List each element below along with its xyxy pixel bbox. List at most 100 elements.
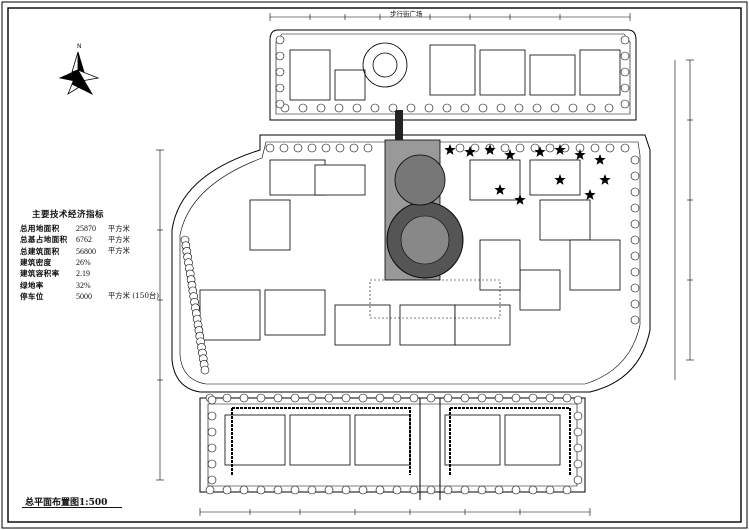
tree-symbol bbox=[620, 35, 630, 45]
site-boundary bbox=[171, 29, 651, 500]
tree-symbol bbox=[275, 51, 285, 61]
tree-symbol bbox=[590, 143, 600, 153]
tree-symbol bbox=[358, 393, 368, 403]
tree-symbol bbox=[349, 143, 359, 153]
tree-symbol bbox=[279, 143, 289, 153]
tree-symbol bbox=[207, 459, 217, 469]
tree-symbol bbox=[335, 143, 345, 153]
tree-symbol bbox=[478, 103, 488, 113]
tree-symbol bbox=[532, 103, 542, 113]
tree-symbol bbox=[424, 103, 434, 113]
tree-symbol bbox=[511, 393, 521, 403]
tree-symbol bbox=[392, 485, 402, 495]
tree-symbol bbox=[307, 393, 317, 403]
tree-symbol bbox=[630, 267, 640, 277]
tree-symbol bbox=[477, 485, 487, 495]
tree-symbol bbox=[239, 485, 249, 495]
indicator-label: 停车位 bbox=[20, 291, 44, 301]
tree-symbol bbox=[265, 143, 275, 153]
tree-symbol bbox=[290, 393, 300, 403]
indicator-row: 总用地面积 25870 平方米 bbox=[20, 223, 190, 234]
tree-symbol bbox=[586, 103, 596, 113]
evergreen-tree-symbol bbox=[584, 189, 596, 200]
tree-symbol bbox=[455, 143, 465, 153]
tree-symbol bbox=[293, 143, 303, 153]
plaza-label: 步行街广场 bbox=[390, 10, 423, 18]
indicator-row: 绿地率 32% bbox=[20, 279, 190, 290]
north-arrow bbox=[58, 51, 100, 96]
tree-symbol bbox=[222, 393, 232, 403]
tree-symbol bbox=[630, 155, 640, 165]
tree-symbol bbox=[316, 103, 326, 113]
tree-symbol bbox=[334, 103, 344, 113]
tree-symbol bbox=[573, 395, 583, 405]
tree-symbol bbox=[545, 393, 555, 403]
north-label: N bbox=[77, 43, 82, 50]
tree-symbol bbox=[470, 143, 480, 153]
tree-symbol bbox=[352, 103, 362, 113]
indicator-unit: 平方米 (150台) bbox=[108, 291, 160, 301]
tree-symbol bbox=[239, 393, 249, 403]
tree-symbol bbox=[443, 485, 453, 495]
tree-symbol bbox=[630, 251, 640, 261]
tree-symbol bbox=[321, 143, 331, 153]
evergreen-tree-symbol bbox=[599, 174, 611, 185]
tree-symbol bbox=[256, 485, 266, 495]
evergreen-tree-symbol bbox=[484, 144, 496, 155]
tree-symbol bbox=[630, 187, 640, 197]
tree-symbol bbox=[494, 485, 504, 495]
tree-symbol bbox=[562, 485, 572, 495]
tree-symbol bbox=[392, 393, 402, 403]
tree-symbol bbox=[460, 103, 470, 113]
indicator-value: 26% bbox=[76, 258, 91, 268]
indicator-row: 停车位 5000 平方米 (150台) bbox=[20, 291, 190, 302]
tree-symbol bbox=[307, 143, 317, 153]
indicator-value: 32% bbox=[76, 280, 91, 290]
tree-symbol bbox=[375, 393, 385, 403]
indicator-value: 25870 bbox=[76, 224, 96, 234]
indicator-label: 绿地率 bbox=[20, 280, 44, 290]
tree-symbol bbox=[207, 395, 217, 405]
evergreen-tree-symbol bbox=[594, 154, 606, 165]
tree-symbol bbox=[275, 99, 285, 109]
tree-symbol bbox=[324, 485, 334, 495]
tree-symbol bbox=[388, 103, 398, 113]
tree-symbol bbox=[442, 103, 452, 113]
tree-symbol bbox=[511, 485, 521, 495]
tree-symbol bbox=[620, 51, 630, 61]
tree-symbol bbox=[545, 143, 555, 153]
tree-symbol bbox=[530, 143, 540, 153]
tree-symbol bbox=[573, 459, 583, 469]
tree-symbol bbox=[528, 393, 538, 403]
tree-symbol bbox=[275, 83, 285, 93]
tree-symbol bbox=[341, 485, 351, 495]
indicator-row: 建筑容积率 2.19 bbox=[20, 268, 190, 279]
dimension-lines bbox=[156, 13, 694, 516]
tree-symbol bbox=[562, 393, 572, 403]
tree-symbol bbox=[500, 143, 510, 153]
indicator-label: 总用地面积 bbox=[20, 224, 60, 234]
tree-symbol bbox=[573, 411, 583, 421]
indicator-value: 2.19 bbox=[76, 269, 90, 279]
tree-symbol bbox=[630, 315, 640, 325]
tree-symbol bbox=[568, 103, 578, 113]
evergreen-tree-symbol bbox=[534, 146, 546, 157]
tree-symbol bbox=[298, 103, 308, 113]
evergreen-tree-symbol bbox=[464, 146, 476, 157]
tree-symbol bbox=[443, 393, 453, 403]
tree-symbol bbox=[324, 393, 334, 403]
tree-symbol bbox=[630, 235, 640, 245]
tree-symbol bbox=[514, 103, 524, 113]
central-plaza bbox=[362, 42, 501, 319]
tree-symbol bbox=[620, 83, 630, 93]
indicator-row: 总建筑面积 56800 平方米 bbox=[20, 246, 190, 257]
tree-symbol bbox=[620, 99, 630, 109]
indicator-label: 总基占地面积 bbox=[20, 235, 68, 245]
tree-symbol bbox=[573, 427, 583, 437]
hedge-borders bbox=[231, 407, 571, 475]
tree-symbol bbox=[207, 427, 217, 437]
tree-symbol bbox=[620, 67, 630, 77]
tree-symbol bbox=[370, 103, 380, 113]
